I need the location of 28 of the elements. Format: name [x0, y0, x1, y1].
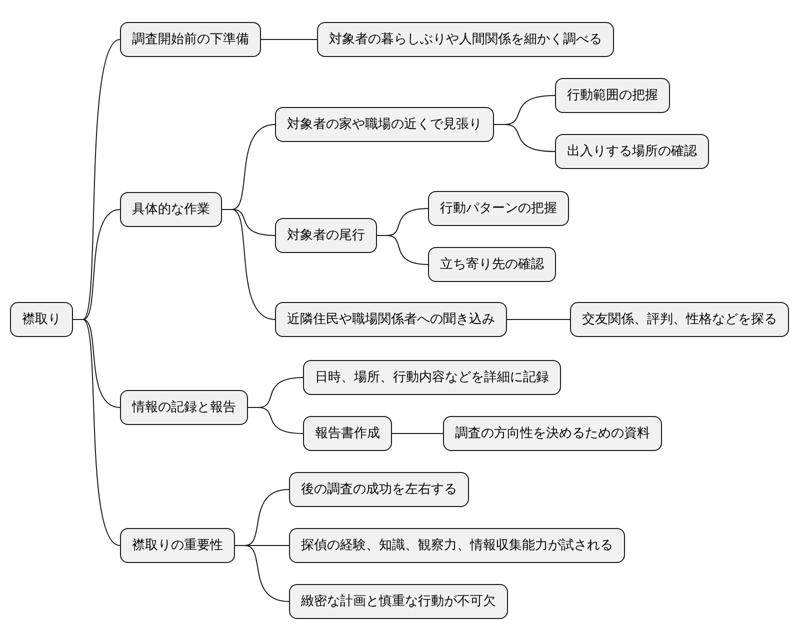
connector-line	[234, 545, 290, 602]
topic-box: 襟取りの重要性	[120, 528, 235, 563]
connector-line	[222, 209, 276, 320]
topic-box: 報告書作成	[303, 416, 392, 451]
topic-box: 情報の記録と報告	[120, 390, 248, 425]
topic-box: 出入りする場所の確認	[555, 134, 709, 169]
topic-box: 調査の方向性を決めるための資料	[443, 416, 662, 451]
topic-box: 探偵の経験、知識、観察力、情報収集能力が試される	[289, 528, 625, 563]
connector-line	[392, 433, 444, 434]
topic-box: 行動パターンの把握	[428, 191, 569, 226]
connector-line	[494, 124, 556, 152]
topic-box: 立ち寄り先の確認	[428, 247, 556, 282]
topic-box: 近隣住民や職場関係者への聞き込み	[275, 302, 507, 337]
connector-line	[260, 39, 318, 40]
topic-box: 交友関係、評判、性格などを探る	[570, 302, 789, 337]
connector-line	[248, 407, 304, 434]
topic-box: 日時、場所、行動内容などを詳細に記録	[303, 360, 561, 395]
topic-box: 調査開始前の下準備	[120, 22, 261, 57]
topic-box: 襟取り	[10, 302, 73, 337]
topic-box: 対象者の尾行	[275, 218, 377, 253]
topic-box: 対象者の暮らしぶりや人間関係を細かく調べる	[317, 22, 614, 57]
topic-box: 具体的な作業	[120, 192, 222, 227]
connector-line	[506, 319, 570, 320]
topic-box: 後の調査の成功を左右する	[289, 472, 469, 507]
topic-box: 緻密な計画と慎重な行動が不可欠	[289, 584, 508, 619]
topic-box: 対象者の家や職場の近くで見張り	[275, 107, 494, 142]
connector-line	[376, 235, 428, 265]
topic-box: 行動範囲の把握	[555, 78, 670, 113]
